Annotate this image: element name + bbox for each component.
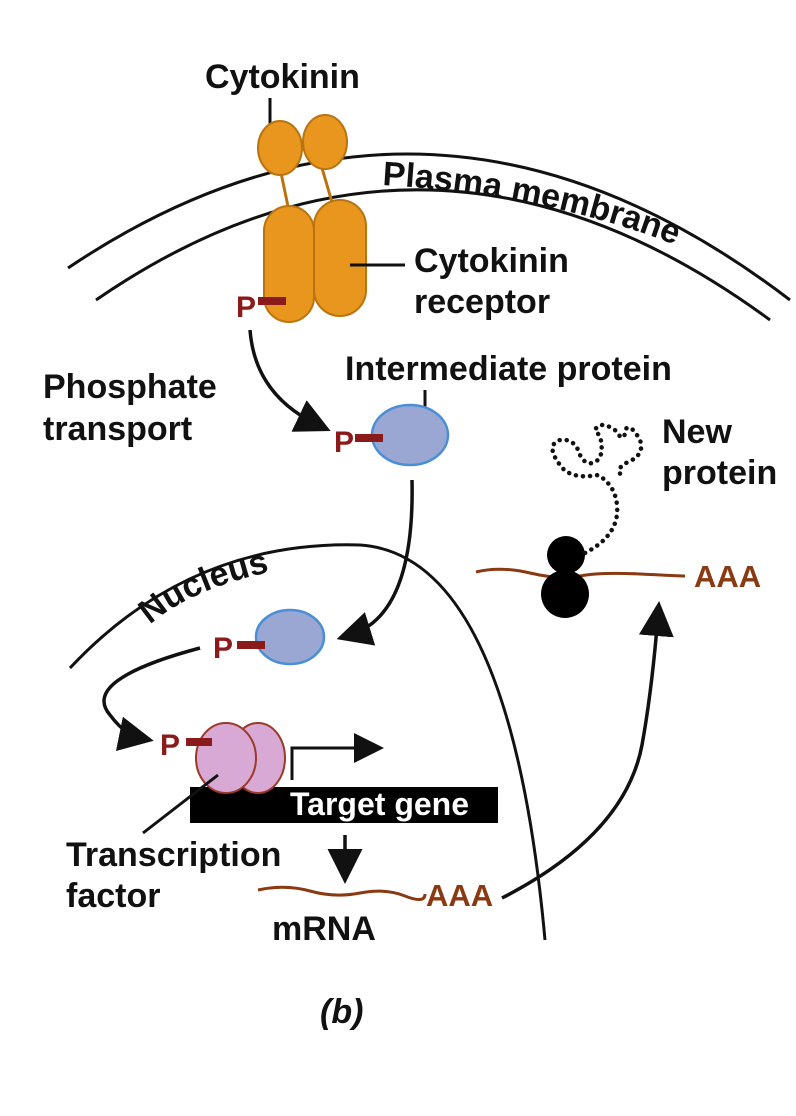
intermediate-protein-label: Intermediate protein xyxy=(345,350,672,388)
phosphate-nuclear-label: P xyxy=(213,632,233,665)
phosphate-transport-arrow xyxy=(248,329,331,432)
cytokinin-receptor xyxy=(257,114,367,323)
ribosome-small-subunit xyxy=(547,536,585,574)
target-gene-dna xyxy=(190,787,498,823)
new-protein-label-line2: protein xyxy=(662,454,777,492)
plasma-membrane-inner xyxy=(95,188,771,322)
receptor-label-line1: Cytokinin xyxy=(414,242,569,280)
receptor-label-line2: receptor xyxy=(414,283,550,321)
mrna-poly-a-tail: AAA xyxy=(426,878,493,913)
phosphate-intermediate-label: P xyxy=(334,426,354,459)
nuclear-import-arrow xyxy=(336,479,414,646)
cytokinin-molecule-right xyxy=(302,114,348,170)
transcription-start-arrow xyxy=(290,733,384,780)
intermediate-protein xyxy=(370,403,450,467)
cytokinin-label: Cytokinin xyxy=(205,58,360,96)
cytoplasmic-poly-a-tail: AAA xyxy=(694,559,761,594)
new-protein-label-line1: New xyxy=(662,413,732,451)
transcription-factor-label-line1: Transcription xyxy=(66,836,281,874)
phosphate-transport-label-line2: transport xyxy=(43,410,192,448)
nucleus-label: Nucleus xyxy=(132,543,272,631)
nuclear-intermediate-protein xyxy=(254,608,326,666)
target-gene-label: Target gene xyxy=(290,786,469,822)
cytokinin-molecule-left xyxy=(257,120,303,176)
phosphate-tf-bond xyxy=(186,738,212,746)
mrna-strand xyxy=(257,885,427,901)
phosphate-transport-label-line1: Phosphate xyxy=(43,368,217,406)
phosphate-nuclear-bond xyxy=(237,641,265,649)
transcription-factor-subunit-left xyxy=(195,722,257,794)
mrna-export-arrow xyxy=(501,601,674,900)
panel-label: (b) xyxy=(320,993,363,1031)
transcription-factor-label-line2: factor xyxy=(66,877,160,915)
phosphate-intermediate-bond xyxy=(355,434,383,442)
mrna-label: mRNA xyxy=(272,910,376,948)
nuclear-envelope xyxy=(68,543,547,941)
phosphate-tf-label: P xyxy=(160,729,180,762)
transcription-factor-leader-line xyxy=(142,773,219,835)
phosphate-receptor-label: P xyxy=(236,291,256,324)
phosphate-transfer-arrow xyxy=(102,646,201,752)
plasma-membrane-outer xyxy=(67,152,791,302)
phosphate-receptor-bond xyxy=(258,297,286,305)
receptor-subunit-right xyxy=(313,199,367,317)
ribosome-large-subunit xyxy=(541,570,589,618)
nascent-protein-chain xyxy=(550,422,644,556)
